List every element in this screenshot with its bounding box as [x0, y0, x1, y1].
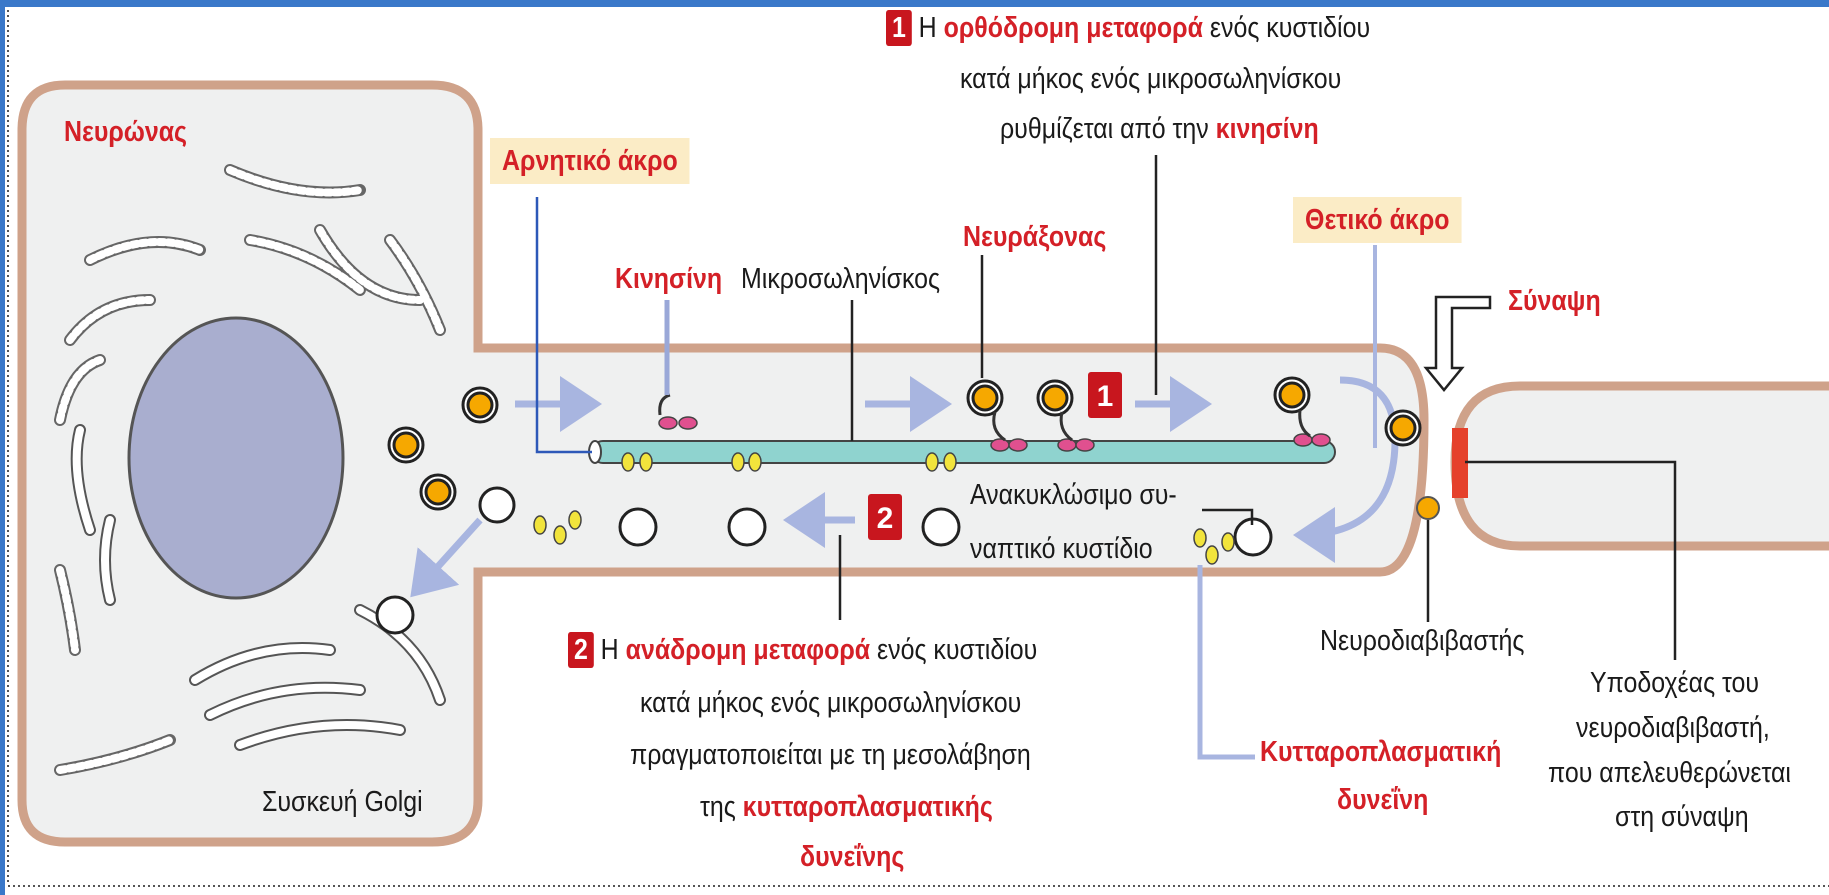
caption2-number: 2	[568, 632, 594, 668]
label-dynein-2: δυνεΐνη	[1337, 784, 1429, 816]
label-negative-end: Αρνητικό άκρο	[490, 138, 690, 184]
caption2-line2: κατά μήκος ενός μικροσωληνίσκου	[640, 687, 1022, 719]
caption2-post: ενός κυστιδίου	[877, 634, 1038, 666]
synapse-arrow	[1423, 295, 1492, 392]
cargo-vesicles	[387, 376, 1440, 520]
label-receptor-3: που απελευθερώνεται	[1548, 757, 1791, 789]
transport-arrows	[410, 376, 1399, 598]
label-receptor-2: νευροδιαβιβαστή,	[1576, 712, 1770, 744]
caption2-line3: πραγματοποιείται με τη μεσολάβηση	[630, 739, 1031, 771]
label-receptor-4: στη σύναψη	[1615, 801, 1749, 833]
postsynaptic-cell	[1450, 381, 1829, 551]
caption1-line3-term: κινησίνη	[1215, 113, 1319, 145]
caption1-line2: κατά μήκος ενός μικροσωληνίσκου	[960, 63, 1342, 95]
caption1-post: ενός κυστιδίου	[1209, 12, 1371, 44]
caption2-term: ανάδρομη μεταφορά	[625, 634, 871, 666]
label-synapse: Σύναψη	[1508, 285, 1601, 317]
label-microtubule: Μικροσωληνίσκος	[741, 263, 941, 295]
label-receptor-1: Υποδοχέας του	[1590, 667, 1760, 699]
label-recycled-vesicle-1: Ανακυκλώσιμο συ-	[970, 479, 1177, 511]
label-recycled-vesicle-2: ναπτικό κυστίδιο	[970, 533, 1153, 565]
label-positive-end: Θετικό άκρο	[1293, 197, 1462, 243]
label-axon: Νευράξονας	[963, 221, 1107, 253]
marker-2-text: 2	[877, 502, 894, 535]
label-kinesin: Κινησίνη	[615, 263, 723, 295]
caption2-line5: δυνεΐνης	[800, 841, 905, 873]
label-golgi: Συσκευή Golgi	[262, 786, 423, 818]
caption2-line4: της κυτταροπλασματικής	[700, 790, 993, 824]
caption2-line4-term: κυτταροπλασματικής	[742, 791, 993, 823]
receptor-mark	[1452, 428, 1468, 498]
caption1-pre: Η	[918, 12, 937, 44]
recycling-vesicles	[375, 486, 1273, 635]
caption1-number: 1	[886, 10, 912, 46]
leader-lines	[535, 155, 1677, 760]
microtubule	[588, 440, 1336, 464]
marker-1-text: 1	[1097, 380, 1114, 413]
caption2-pre: Η	[600, 634, 619, 666]
caption1-term: ορθόδρομη μεταφορά	[943, 12, 1203, 44]
label-neuron: Νευρώνας	[64, 116, 188, 148]
kinesin-motors	[658, 416, 1331, 452]
caption2-line4-pre: της	[700, 791, 736, 823]
nucleus	[127, 316, 345, 600]
caption1-line3-pre: ρυθμίζεται από την	[1000, 113, 1209, 145]
caption1-line3: ρυθμίζεται από την κινησίνη	[1000, 112, 1319, 146]
marker-2: 2	[868, 494, 902, 540]
label-neurotransmitter: Νευροδιαβιβαστής	[1320, 625, 1525, 657]
dynein-motors	[533, 452, 1235, 565]
label-dynein-1: Κυτταροπλασματική	[1260, 736, 1502, 768]
marker-1: 1	[1088, 372, 1122, 418]
